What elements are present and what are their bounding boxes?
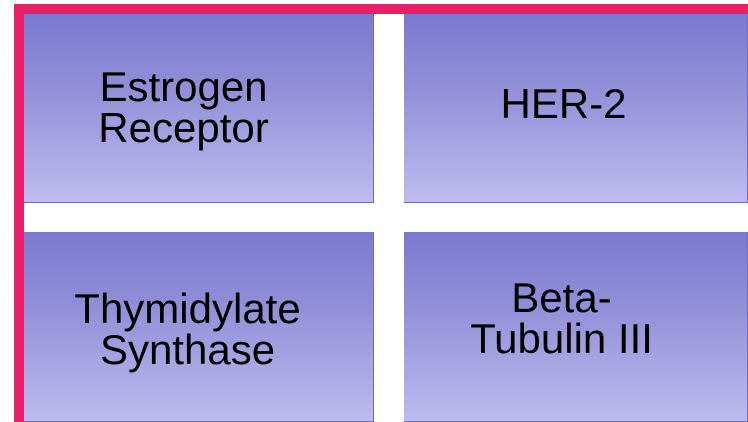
tile-label: Beta- Tubulin III bbox=[470, 273, 653, 362]
tile-beta-tubulin-iii: Beta- Tubulin III bbox=[404, 232, 748, 422]
tile-thymidylate-synthase: Thymidylate Synthase bbox=[24, 232, 374, 422]
frame-border-top bbox=[14, 4, 748, 14]
tile-label: Thymidylate Synthase bbox=[74, 284, 301, 373]
frame-border-left bbox=[14, 4, 24, 422]
tile-her-2: HER-2 bbox=[404, 14, 748, 203]
tile-label: Estrogen Receptor bbox=[98, 63, 269, 151]
tile-label: HER-2 bbox=[500, 79, 627, 127]
tile-estrogen-receptor: Estrogen Receptor bbox=[24, 14, 374, 203]
